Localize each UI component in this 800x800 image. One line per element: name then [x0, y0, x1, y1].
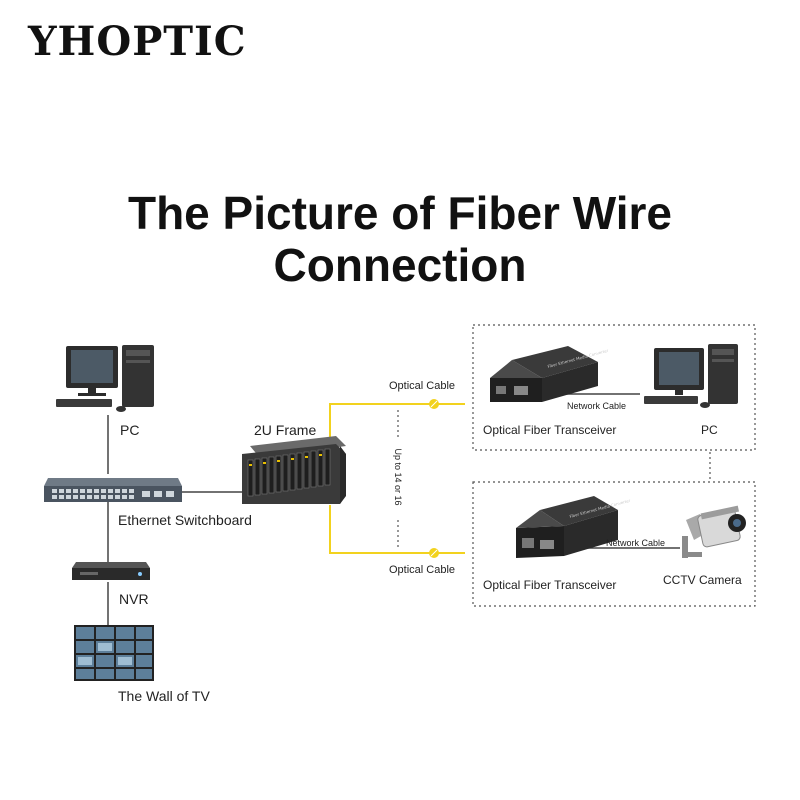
label-network-cable-top: Network Cable: [567, 401, 627, 411]
page-title-line1: The Picture of Fiber Wire: [127, 187, 672, 239]
label-nvr: NVR: [119, 591, 149, 607]
media-converter-icon: Fiber Ethernet Media Converter: [516, 496, 631, 558]
media-converter-icon: Fiber Ethernet Media Converter: [490, 346, 609, 402]
label-pc-left: PC: [120, 422, 140, 438]
bottom-group-box: [472, 481, 756, 607]
nvr-icon: [72, 562, 150, 580]
label-pc-right: PC: [701, 423, 718, 437]
page-title-line2: Connection: [273, 239, 527, 291]
fiber-cable-top: [329, 403, 465, 440]
label-up-to-capacity: Up to 14 or 16: [393, 437, 403, 517]
label-optical-cable-bottom: Optical Cable: [389, 564, 456, 576]
desktop-pc-icon: [56, 345, 154, 412]
label-ethernet-switchboard: Ethernet Switchboard: [118, 512, 252, 528]
brand-logo: YHOPTIC: [28, 18, 247, 65]
frame-chassis-icon: [242, 436, 346, 504]
top-group-box: [472, 324, 756, 451]
label-transceiver-bottom: Optical Fiber Transceiver: [483, 578, 617, 592]
label-cctv-camera: CCTV Camera: [663, 573, 742, 587]
network-switch-icon: [44, 478, 182, 502]
tv-wall-icon: [74, 625, 154, 681]
fiber-cable-bottom: [329, 505, 465, 554]
label-transceiver-top: Optical Fiber Transceiver: [483, 423, 617, 437]
cctv-camera-icon: [682, 505, 746, 558]
desktop-pc-icon: [644, 344, 738, 408]
label-optical-cable-top: Optical Cable: [389, 380, 456, 392]
label-network-cable-bottom: Network Cable: [606, 538, 666, 548]
label-tv-wall: The Wall of TV: [118, 688, 210, 704]
label-2u-frame: 2U Frame: [254, 422, 317, 438]
